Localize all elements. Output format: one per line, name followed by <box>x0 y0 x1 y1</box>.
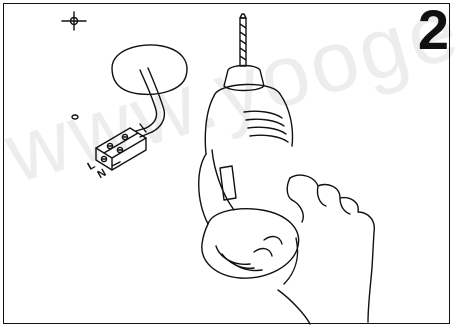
hand-icon <box>278 175 374 324</box>
terminal-block-icon <box>96 128 146 170</box>
ceiling-hole-icon <box>112 45 187 94</box>
hole-marker-icon <box>72 115 78 119</box>
wires-icon <box>136 68 164 137</box>
drill-icon <box>199 66 299 279</box>
crosshair-icon <box>62 12 86 30</box>
drill-bit-icon <box>240 14 246 66</box>
